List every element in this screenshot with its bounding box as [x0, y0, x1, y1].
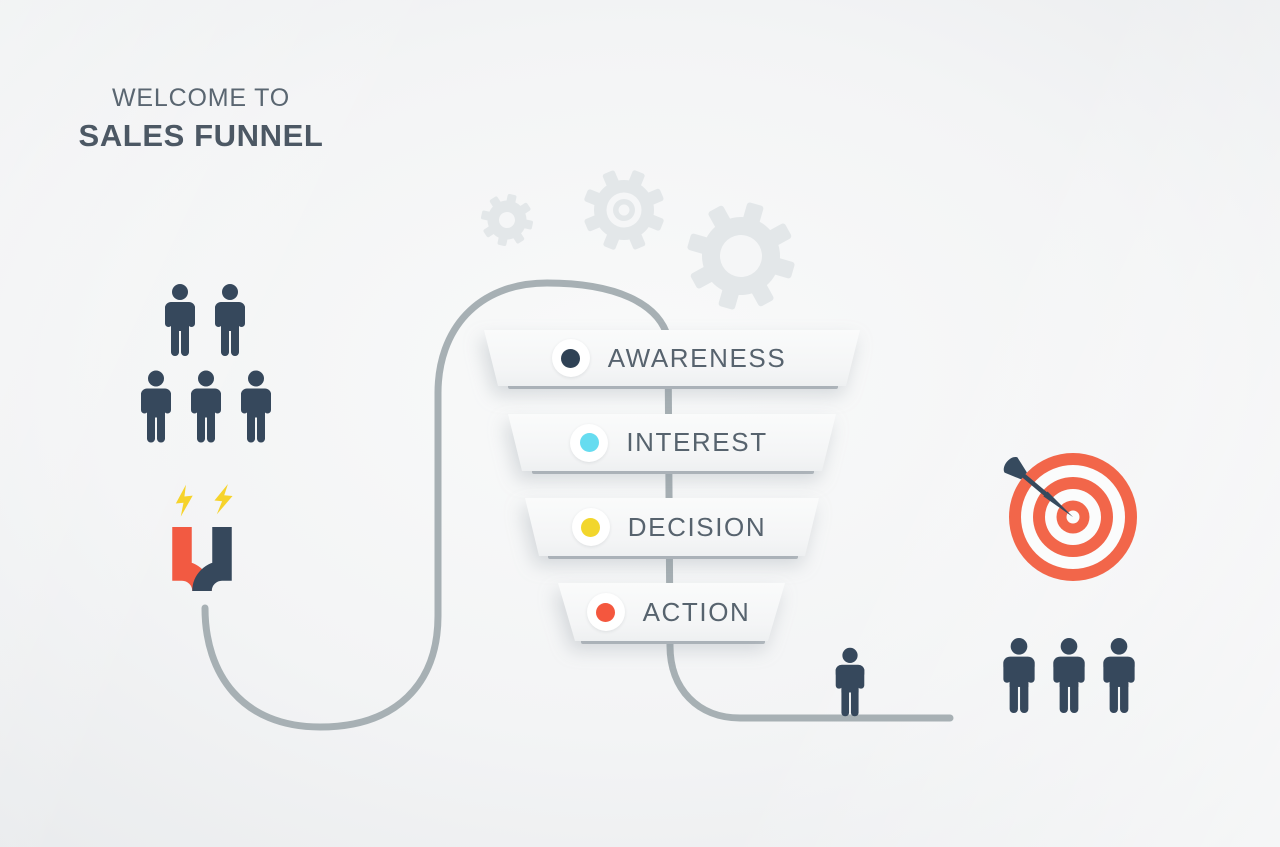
page-title: WELCOME TO SALES FUNNEL: [70, 84, 332, 154]
person-icon: [1103, 638, 1135, 713]
person-icon: [165, 284, 195, 356]
decision-dot: [581, 518, 600, 537]
funnel-stage-decision: DECISION: [525, 498, 819, 556]
person-icon: [1053, 638, 1085, 713]
person-icon: [835, 647, 865, 717]
title-line2: SALES FUNNEL: [78, 118, 324, 153]
interest-dot: [580, 433, 599, 452]
awareness-dot: [561, 349, 580, 368]
action-dot: [596, 603, 615, 622]
audience-people-group: [141, 284, 271, 443]
magnet-icon: [172, 527, 232, 592]
gear-icon-medium: [584, 170, 664, 250]
funnel-stage-action: ACTION: [558, 583, 785, 641]
person-icon: [141, 370, 171, 443]
gear-icon-small: [481, 194, 533, 246]
action-dot-ring: [587, 593, 625, 631]
decision-label: DECISION: [627, 511, 767, 542]
person-icon: [215, 284, 245, 356]
decision-dot-ring: [572, 508, 610, 546]
action-label: ACTION: [642, 596, 751, 627]
awareness-dot-ring: [552, 339, 590, 377]
title-line1: WELCOME TO: [112, 84, 290, 112]
interest-dot-ring: [570, 424, 608, 462]
funnel-exit-person-group: [835, 647, 865, 717]
person-icon: [191, 370, 221, 443]
person-icon: [241, 370, 271, 443]
interest-label: INTEREST: [626, 427, 768, 457]
funnel-stage-awareness: AWARENESS: [484, 330, 860, 386]
target-icon: [1003, 453, 1137, 581]
gear-icon-large: [687, 202, 795, 310]
awareness-label: AWARENESS: [607, 342, 787, 373]
customer-people-group: [1003, 638, 1135, 713]
lightning-icons: [175, 484, 233, 517]
person-icon: [1003, 638, 1035, 713]
funnel-stage-interest: INTEREST: [508, 414, 836, 471]
